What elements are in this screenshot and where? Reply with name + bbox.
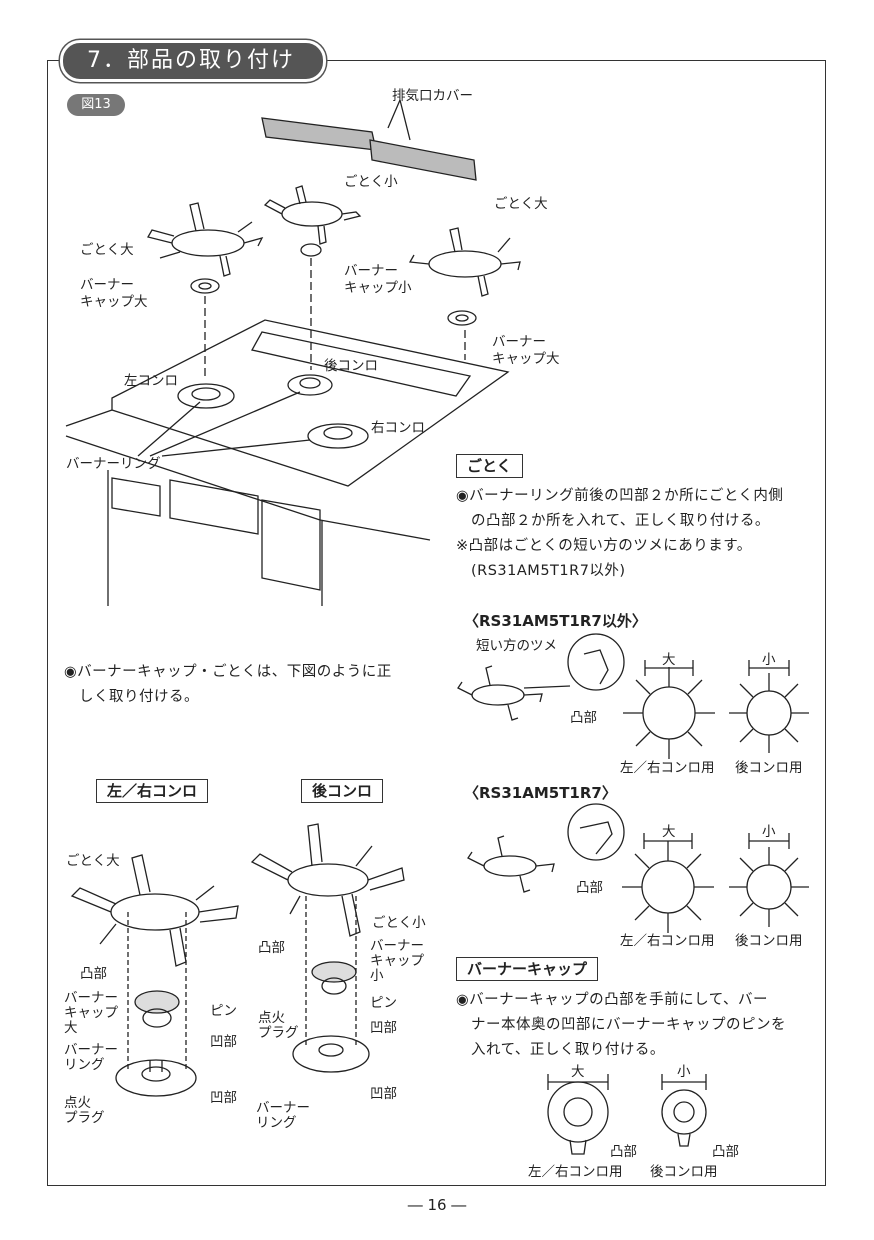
gotoku-heading: ごとく — [456, 454, 523, 478]
lower-rear-assembly — [250, 823, 405, 1073]
model-b-left-right-use: 左／右コンロ用 — [620, 933, 715, 949]
label-burner-cap-large-left-2: キャップ大 — [80, 294, 148, 310]
cap-left-right-use: 左／右コンロ用 — [528, 1164, 623, 1180]
lr-cap-3: 小 — [370, 968, 384, 984]
lr-concave-2: 凹部 — [370, 1086, 397, 1102]
lr-concave-1: 凹部 — [370, 1020, 397, 1036]
label-rear-stove: 後コンロ — [324, 358, 378, 374]
lr-gotoku-small: ごとく小 — [372, 915, 426, 931]
lr-cap-1: バーナー — [370, 938, 424, 954]
label-exhaust-cover: 排気口カバー — [392, 88, 473, 104]
ll-cap-2: キャップ — [64, 1005, 118, 1021]
ll-concave-1: 凹部 — [210, 1034, 237, 1050]
model-b-gotoku-illustration — [467, 803, 625, 893]
model-b-convex: 凸部 — [576, 880, 603, 896]
section-title: 7．部品の取り付け — [60, 40, 326, 82]
gotoku-bullet: ◉バーナーリング前後の凹部２か所にごとく内側 — [456, 488, 784, 504]
left-note-line1: ◉バーナーキャップ・ごとくは、下図のように正 — [64, 664, 392, 680]
label-burner-cap-small-2: キャップ小 — [344, 280, 412, 296]
model-a-short-claw: 短い方のツメ — [476, 638, 557, 654]
ll-gotoku-large: ごとく大 — [66, 853, 120, 869]
gotoku-note-cont: (RS31AM5T1R7以外) — [456, 563, 626, 579]
model-b-rear-use: 後コンロ用 — [735, 933, 803, 949]
gotoku-bullet-cont: の凸部２か所を入れて、正しく取り付ける。 — [456, 513, 770, 529]
model-a-convex: 凸部 — [570, 710, 597, 726]
cap-line3: 入れて、正しく取り付ける。 — [456, 1042, 665, 1058]
ll-cap-1: バーナー — [64, 990, 118, 1006]
label-gotoku-small: ごとく小 — [344, 174, 398, 190]
label-burner-cap-large-left: バーナー — [80, 277, 134, 293]
lower-left-assembly — [70, 854, 239, 1097]
label-burner-ring: バーナーリング — [66, 456, 161, 472]
model-b-small: 小 — [762, 824, 776, 840]
cap-line2: ナー本体奥の凹部にバーナーキャップのピンを — [456, 1017, 786, 1033]
gotoku-large-right-illustration — [408, 227, 521, 297]
label-right-stove: 右コンロ — [371, 420, 425, 436]
lower-left-heading: 左／右コンロ — [96, 779, 209, 803]
ll-convex: 凸部 — [80, 966, 107, 982]
model-b-heading: 〈RS31AM5T1R7〉 — [464, 784, 617, 802]
cap-large: 大 — [571, 1064, 585, 1080]
ll-pin: ピン — [210, 1003, 237, 1019]
lower-rear-heading: 後コンロ — [301, 779, 384, 803]
cap-convex-1: 凸部 — [610, 1144, 637, 1160]
label-gotoku-large-left: ごとく大 — [80, 242, 134, 258]
label-burner-cap-small: バーナー — [344, 263, 398, 279]
ll-plug-1: 点火 — [64, 1095, 91, 1111]
gotoku-small-top-illustration — [263, 185, 362, 245]
model-a-heading: 〈RS31AM5T1R7以外〉 — [464, 612, 647, 630]
cap-rear-use: 後コンロ用 — [650, 1164, 718, 1180]
ll-plug-2: プラグ — [64, 1110, 105, 1126]
model-a-small: 小 — [762, 652, 776, 668]
cap-heading: バーナーキャップ — [456, 957, 599, 981]
figure-badge: 図13 — [67, 94, 125, 116]
cap-line1: ◉バーナーキャップの凸部を手前にして、バー — [456, 992, 768, 1008]
gotoku-note: ※凸部はごとくの短い方のツメにあります。 — [456, 538, 752, 554]
model-b-large: 大 — [662, 824, 676, 840]
lr-convex: 凸部 — [258, 940, 285, 956]
label-left-stove: 左コンロ — [124, 373, 178, 389]
model-a-gotoku-illustration — [457, 633, 625, 721]
model-a-rear-use: 後コンロ用 — [735, 760, 803, 776]
page-number: ― 16 ― — [407, 1196, 467, 1214]
cap-convex-2: 凸部 — [712, 1144, 739, 1160]
lr-ring-2: リング — [256, 1115, 297, 1131]
lr-ring-1: バーナー — [256, 1100, 310, 1116]
gotoku-large-left-illustration — [147, 202, 264, 277]
exhaust-cover-illustration — [261, 99, 477, 181]
lr-pin: ピン — [370, 995, 397, 1011]
cap-small: 小 — [677, 1064, 691, 1080]
model-a-left-right-use: 左／右コンロ用 — [620, 760, 715, 776]
model-a-large: 大 — [662, 652, 676, 668]
label-burner-cap-large-right: バーナー — [492, 334, 546, 350]
ll-concave-2: 凹部 — [210, 1090, 237, 1106]
lr-plug-1: 点火 — [258, 1010, 285, 1026]
ll-ring-2: リング — [64, 1057, 105, 1073]
page-frame — [47, 60, 826, 1186]
lr-plug-2: プラグ — [258, 1025, 299, 1041]
lr-cap-2: キャップ — [370, 953, 424, 969]
ll-cap-3: 大 — [64, 1020, 78, 1036]
label-burner-cap-large-right-2: キャップ大 — [492, 351, 560, 367]
ll-ring-1: バーナー — [64, 1042, 118, 1058]
label-gotoku-large-right: ごとく大 — [494, 196, 548, 212]
left-note-line2: しく取り付ける。 — [64, 689, 199, 705]
